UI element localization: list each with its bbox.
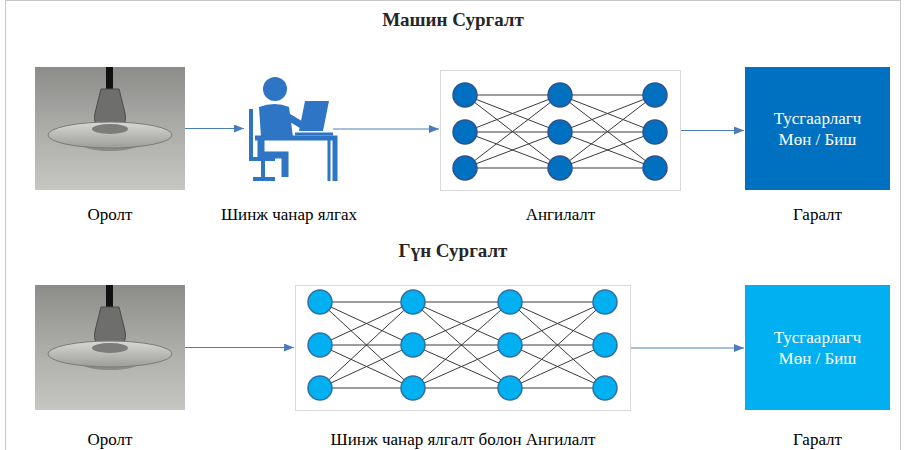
section-heading: Гүн Сургалт	[0, 240, 906, 262]
flow-arrow	[185, 347, 294, 348]
neural-network-figure	[296, 286, 631, 411]
engineer-icon	[251, 77, 335, 181]
caption-label: Шинж чанар ялгалт болон Ангилалт	[331, 430, 596, 450]
diagram-title: Машин Сургалт	[0, 9, 906, 31]
output-box: Тусгаарлагч Мөн / БишГаралт	[745, 67, 890, 190]
caption-label: Гаралт	[793, 205, 842, 225]
flow-arrow	[681, 130, 744, 131]
frame-border	[6, 1, 901, 450]
flow-arrow	[185, 128, 244, 129]
feature-extraction-icon: Шинж чанар ялгах	[245, 75, 333, 183]
caption-label: Гаралт	[793, 430, 842, 450]
input-photo: Оролт	[35, 67, 185, 190]
caption-label: Оролт	[88, 205, 133, 225]
caption-label: Ангилалт	[526, 205, 596, 225]
box-label: Тусгаарлагч Мөн / Биш	[764, 108, 872, 150]
neural-network-figure	[441, 71, 681, 191]
input-photo: Оролт	[35, 285, 185, 410]
insulator-photo	[35, 67, 185, 190]
insulator-photo	[35, 285, 185, 410]
output-box: Тусгаарлагч Мөн / БишГаралт	[745, 285, 890, 410]
classifier-network: Ангилалт	[440, 70, 681, 191]
caption-label: Оролт	[88, 430, 133, 450]
deep-network: Шинж чанар ялгалт болон Ангилалт	[295, 285, 631, 411]
box-label: Тусгаарлагч Мөн / Биш	[764, 327, 872, 369]
flow-arrow	[333, 129, 439, 130]
caption-label: Шинж чанар ялгах	[221, 205, 357, 225]
flow-arrow	[631, 348, 744, 349]
